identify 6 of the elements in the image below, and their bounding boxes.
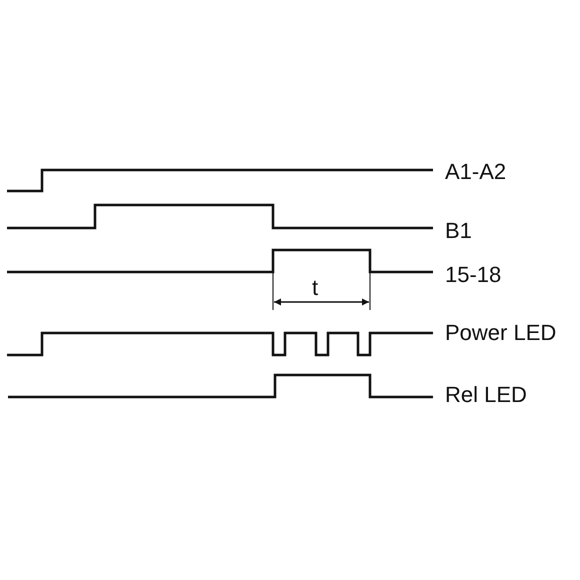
signal-label: Rel LED	[445, 384, 527, 406]
signal-label: B1	[445, 220, 472, 242]
signal-label: Power LED	[445, 322, 556, 344]
time-label: t	[312, 277, 318, 299]
signal-label: A1-A2	[445, 161, 506, 183]
signal-label: 15-18	[445, 264, 502, 286]
